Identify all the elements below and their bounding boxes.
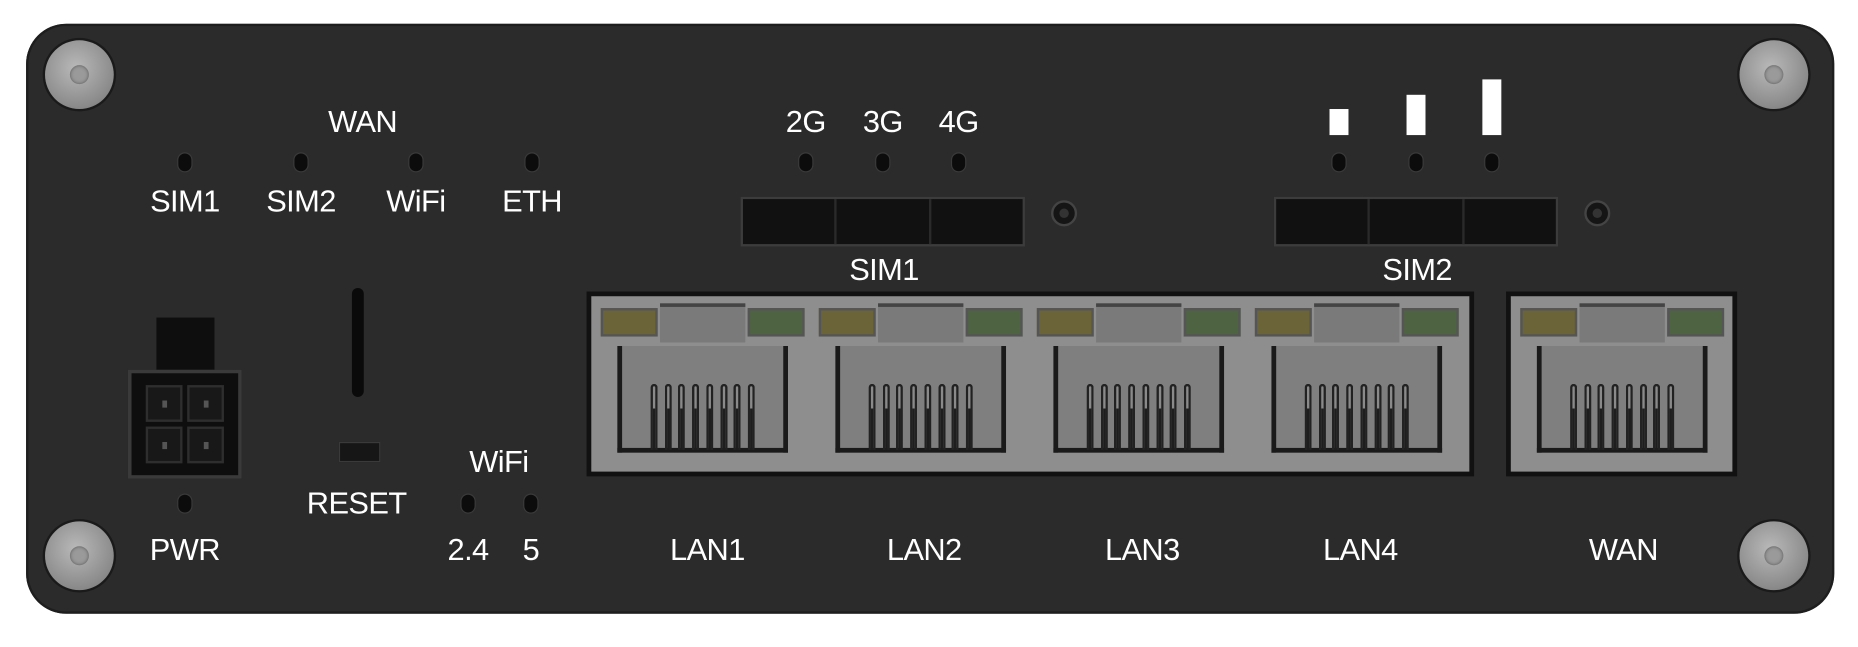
rj45-jack <box>1271 346 1443 453</box>
signal-led-3 <box>1485 153 1499 172</box>
pwr-led <box>178 494 192 513</box>
signal-led-2 <box>1409 153 1423 172</box>
port-amber-led <box>818 308 876 337</box>
port-green-led <box>1401 308 1459 337</box>
port-latch-notch <box>1579 303 1665 343</box>
sim2-led <box>294 153 308 172</box>
port-latch-notch <box>1314 303 1400 343</box>
port-green-led <box>1667 308 1725 337</box>
lan1-port[interactable] <box>594 296 812 471</box>
eth-led-label: ETH <box>502 183 562 219</box>
rj45-jack <box>1536 346 1708 453</box>
lan3-label: LAN3 <box>1104 531 1180 567</box>
rj45-jack <box>835 346 1007 453</box>
wifi-5-label: 5 <box>522 531 540 567</box>
reset-button[interactable] <box>338 441 381 463</box>
sim1-led <box>178 153 192 172</box>
port-amber-led <box>1254 308 1312 337</box>
2g-led <box>799 153 813 172</box>
sim1-slot-label: SIM1 <box>849 251 919 288</box>
screw-icon <box>45 40 114 110</box>
rj45-jack <box>1053 346 1225 453</box>
wifi-wan-led <box>409 153 423 172</box>
sim1-led-label: SIM1 <box>150 183 220 219</box>
lan2-label: LAN2 <box>886 531 962 567</box>
power-connector[interactable] <box>127 369 242 479</box>
wifi-antenna-slot <box>351 287 364 397</box>
sim1-eject-icon[interactable] <box>1051 200 1078 227</box>
reset-label: RESET <box>306 485 407 521</box>
sim2-slot[interactable] <box>1273 196 1559 247</box>
wifi-band-label: WiFi <box>469 443 529 480</box>
4g-label: 4G <box>938 103 980 140</box>
port-latch-notch <box>878 303 964 343</box>
port-latch-notch <box>1096 303 1182 343</box>
lan3-port[interactable] <box>1030 296 1248 471</box>
signal-bar-3-icon <box>1482 79 1502 136</box>
port-amber-led <box>1036 308 1094 337</box>
sim1-slot[interactable] <box>740 196 1025 247</box>
port-amber-led <box>1520 308 1578 337</box>
3g-led <box>876 153 890 172</box>
wifi-5-led <box>524 494 538 513</box>
lan-port-block <box>586 291 1475 477</box>
lan2-port[interactable] <box>812 296 1030 471</box>
pwr-label: PWR <box>149 531 221 567</box>
port-green-led <box>965 308 1023 337</box>
port-green-led <box>747 308 805 337</box>
sim2-led-label: SIM2 <box>266 183 336 219</box>
wan-port[interactable] <box>1513 296 1731 471</box>
port-amber-led <box>600 308 658 337</box>
3g-label: 3G <box>862 103 904 140</box>
power-connector-latch <box>156 317 215 373</box>
signal-bar-2-icon <box>1406 94 1426 136</box>
signal-led-1 <box>1332 153 1346 172</box>
wifi-24-label: 2.4 <box>447 531 490 567</box>
rj45-jack <box>617 346 788 453</box>
screw-icon <box>1739 40 1809 110</box>
screw-icon <box>1739 521 1809 591</box>
lan4-port[interactable] <box>1248 296 1466 471</box>
wan-port-block <box>1506 291 1738 477</box>
wan-group-label: WAN <box>328 103 398 140</box>
wan-label: WAN <box>1588 531 1659 567</box>
lan1-label: LAN1 <box>670 531 745 567</box>
2g-label: 2G <box>785 103 827 140</box>
wifi-24-led <box>461 494 475 513</box>
sim2-slot-label: SIM2 <box>1382 251 1452 288</box>
eth-led <box>525 153 539 172</box>
wifi-led-label: WiFi <box>386 183 446 219</box>
lan4-label: LAN4 <box>1322 531 1398 567</box>
port-latch-notch <box>660 303 746 343</box>
screw-icon <box>45 521 114 591</box>
sim2-eject-icon[interactable] <box>1584 200 1611 227</box>
4g-led <box>952 153 966 172</box>
port-green-led <box>1183 308 1241 337</box>
signal-bar-1-icon <box>1329 109 1349 136</box>
